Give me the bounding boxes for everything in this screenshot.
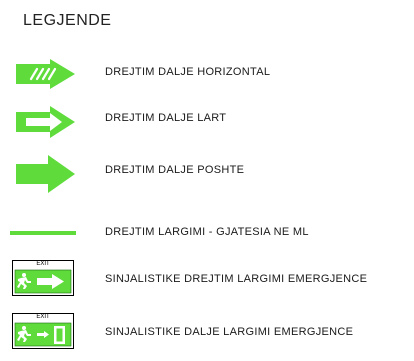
arrow-hatched-icon xyxy=(16,59,75,89)
legend-item-exit-door: EXIT SINJALISTIKE DALJE LARGIMI EMERGJEN… xyxy=(0,311,414,353)
legend-label: DREJTIM DALJE LART xyxy=(105,112,227,124)
exit-sign-text: EXIT xyxy=(36,314,50,320)
legend-item-exit-direction: EXIT SINJALISTIKE DREJTIM LARGIMI EMERGJ… xyxy=(0,258,414,300)
legend-title: LEGJENDE xyxy=(23,12,112,29)
exit-sign-text: EXIT xyxy=(36,261,50,267)
legend-label: SINJALISTIKE DALJE LARGIMI EMERGJENCE xyxy=(105,326,354,338)
legend-item-horizontal: DREJTIM DALJE HORIZONTAL xyxy=(0,55,414,95)
legend-item-route-line: DREJTIM LARGIMI - GJATESIA NE ML xyxy=(0,222,414,246)
legend-item-up: DREJTIM DALJE LART xyxy=(0,102,414,142)
legend-label: DREJTIM DALJE POSHTE xyxy=(105,164,245,176)
exit-sign-door-icon: EXIT xyxy=(12,313,74,349)
exit-sign-arrow-icon: EXIT xyxy=(12,260,74,296)
line-icon xyxy=(10,231,76,235)
arrow-solid-icon xyxy=(16,155,75,193)
legend-label: DREJTIM DALJE HORIZONTAL xyxy=(105,66,271,78)
arrow-outline-icon xyxy=(16,106,75,138)
legend-label: SINJALISTIKE DREJTIM LARGIMI EMERGJENCE xyxy=(105,273,368,285)
legend-label: DREJTIM LARGIMI - GJATESIA NE ML xyxy=(105,226,309,238)
legend-item-down: DREJTIM DALJE POSHTE xyxy=(0,152,414,196)
